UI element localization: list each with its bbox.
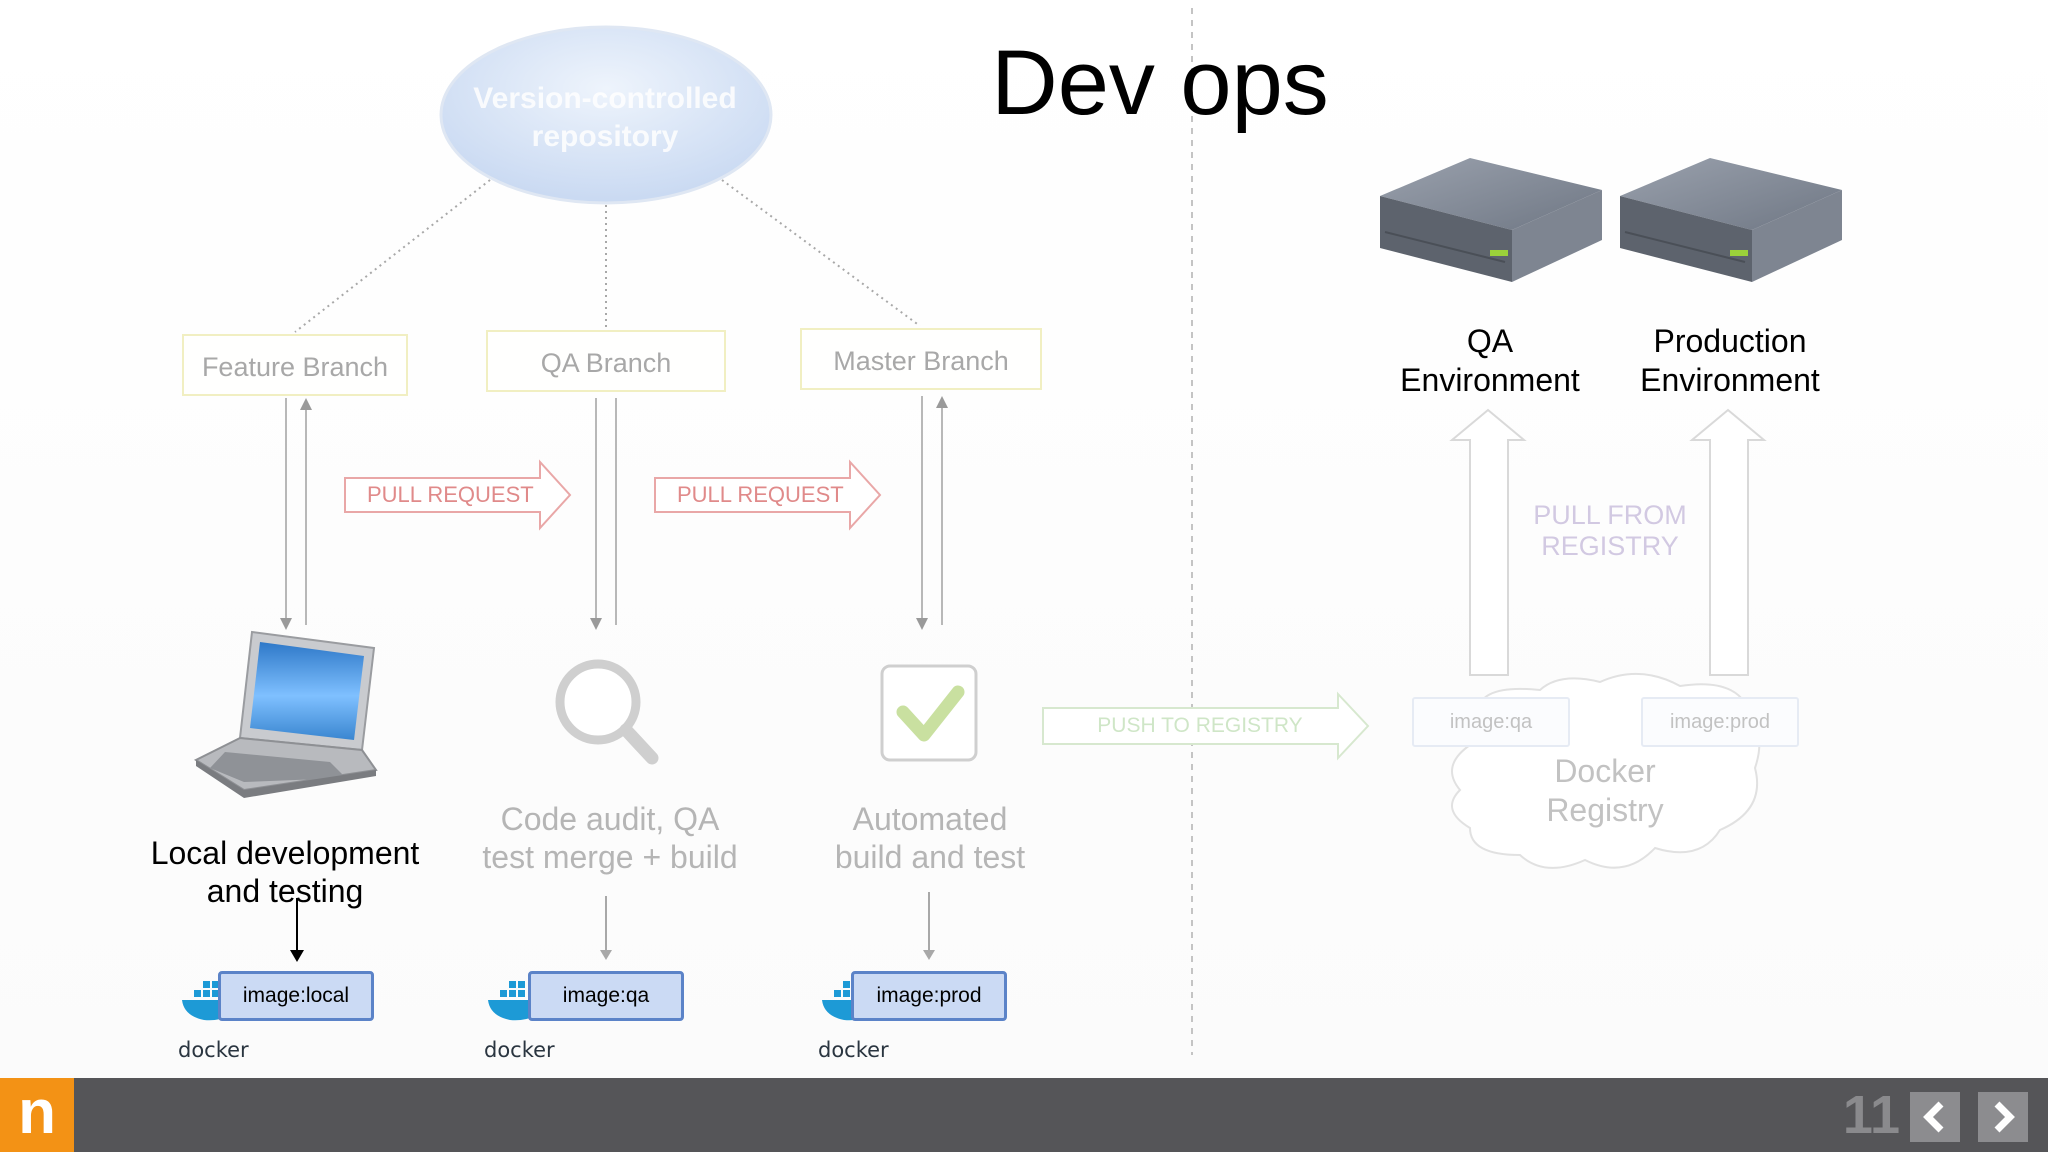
diagram-graphics bbox=[182, 8, 1842, 1055]
image-qa-box: image:qa bbox=[528, 971, 684, 1021]
registry-line1: Docker bbox=[1554, 753, 1656, 789]
repository-label: Version-controlled repository bbox=[473, 82, 737, 153]
local-stage-caption: Local development and testing bbox=[135, 834, 435, 910]
master-stage-caption: Automated build and test bbox=[800, 800, 1060, 876]
previous-slide-button[interactable] bbox=[1910, 1092, 1960, 1142]
registry-line2: Registry bbox=[1546, 792, 1664, 828]
pull-arrow-qa bbox=[1449, 408, 1527, 676]
brand-logo: n bbox=[0, 1078, 74, 1152]
master-caption-line1: Automated bbox=[852, 801, 1008, 837]
docker-logo-text-2: docker bbox=[484, 1038, 555, 1062]
next-slide-button[interactable] bbox=[1978, 1092, 2028, 1142]
production-environment-label: Production Environment bbox=[1610, 322, 1850, 400]
master-caption-line2: build and test bbox=[834, 839, 1026, 875]
feature-branch-box: Feature Branch bbox=[182, 334, 408, 396]
master-branch-box: Master Branch bbox=[800, 328, 1042, 390]
image-local-box: image:local bbox=[218, 971, 374, 1021]
chevron-right-icon bbox=[1994, 1101, 2015, 1133]
qa-env-line1: QA bbox=[1466, 323, 1514, 359]
server-icon-qa bbox=[1380, 158, 1602, 282]
pull-arrow-production bbox=[1689, 408, 1767, 676]
pull-request-label-2: PULL REQUEST bbox=[677, 482, 844, 507]
prod-env-line1: Production bbox=[1653, 323, 1807, 359]
pull-request-arrow-2 bbox=[654, 459, 882, 531]
page-number: 11 bbox=[1842, 1085, 1900, 1145]
pull-from-registry-line1: PULL FROM bbox=[1533, 500, 1687, 530]
qa-stage-caption: Code audit, QA test merge + build bbox=[450, 800, 770, 876]
docker-registry-label: Docker Registry bbox=[1470, 752, 1740, 830]
pull-request-arrow-1 bbox=[344, 459, 572, 531]
docker-logo-text-1: docker bbox=[178, 1038, 249, 1062]
slide: Dev ops Version-controlled repository Fe… bbox=[0, 0, 2048, 1078]
slide-title: Dev ops bbox=[991, 32, 1329, 134]
push-to-registry-arrow bbox=[1042, 691, 1370, 761]
checkmark-icon bbox=[880, 664, 978, 762]
qa-environment-label: QA Environment bbox=[1380, 322, 1600, 400]
docker-logo-text-3: docker bbox=[818, 1038, 889, 1062]
repository-ellipse bbox=[439, 25, 773, 205]
image-prod-box: image:prod bbox=[851, 971, 1007, 1021]
chevron-left-icon bbox=[1923, 1101, 1944, 1133]
registry-image-prod: image:prod bbox=[1641, 697, 1799, 747]
local-caption-line2: and testing bbox=[206, 873, 364, 909]
pull-from-registry-line2: REGISTRY bbox=[1541, 531, 1679, 561]
pull-from-registry-label: PULL FROM REGISTRY bbox=[1500, 500, 1720, 562]
pull-request-label-1: PULL REQUEST bbox=[367, 482, 534, 507]
footer-bar: n 11 bbox=[0, 1078, 2048, 1152]
qa-env-line2: Environment bbox=[1400, 362, 1580, 398]
push-to-registry-label: PUSH TO REGISTRY bbox=[1097, 714, 1303, 737]
laptop-icon bbox=[193, 630, 378, 798]
local-caption-line1: Local development bbox=[150, 835, 420, 871]
registry-image-qa: image:qa bbox=[1412, 697, 1570, 747]
qa-branch-box: QA Branch bbox=[486, 330, 726, 392]
server-icon-production bbox=[1620, 158, 1842, 282]
magnifier-icon bbox=[555, 659, 659, 765]
prod-env-line2: Environment bbox=[1640, 362, 1820, 398]
qa-caption-line2: test merge + build bbox=[482, 839, 738, 875]
qa-caption-line1: Code audit, QA bbox=[500, 801, 720, 837]
